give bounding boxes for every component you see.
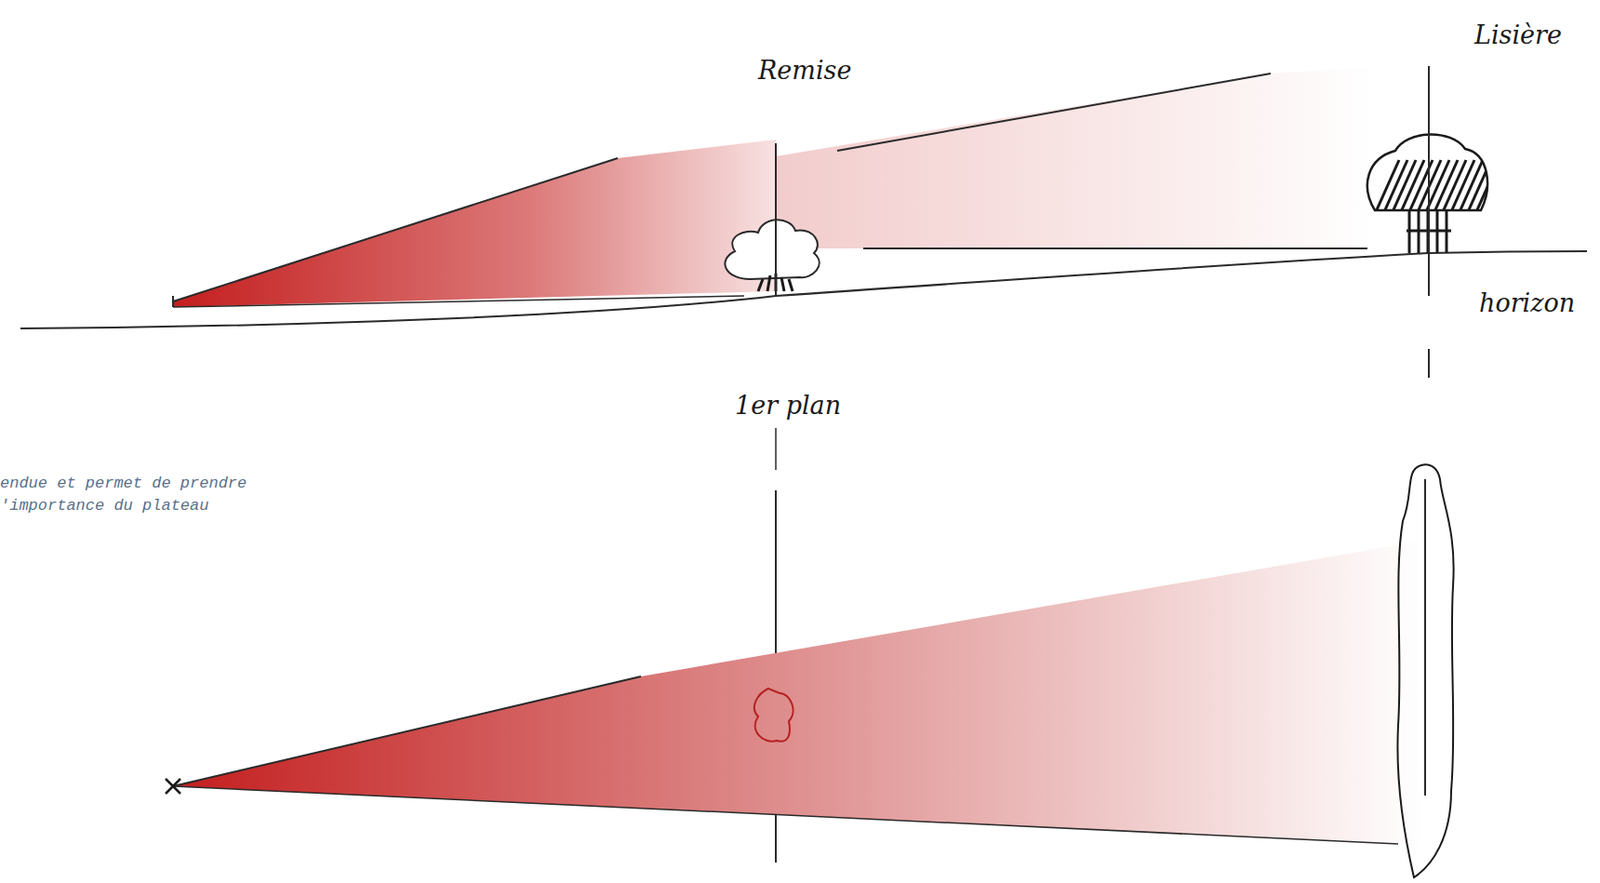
note-text: endue et permet de prendre 'importance d… [0, 472, 280, 518]
sketch-label: horizon [1479, 288, 1575, 318]
sketch-label: Remise [758, 55, 852, 85]
view-cone [173, 540, 1424, 847]
shrub-plan [754, 688, 794, 742]
viewpoint-mark [165, 778, 181, 794]
sketch-label: Lisière [1474, 20, 1562, 50]
view-cone [173, 139, 776, 307]
shrub [724, 219, 819, 280]
sketch-label: 1er plan [734, 390, 841, 420]
woodland-edge-plan [1397, 464, 1454, 878]
view-cone [775, 66, 1377, 249]
